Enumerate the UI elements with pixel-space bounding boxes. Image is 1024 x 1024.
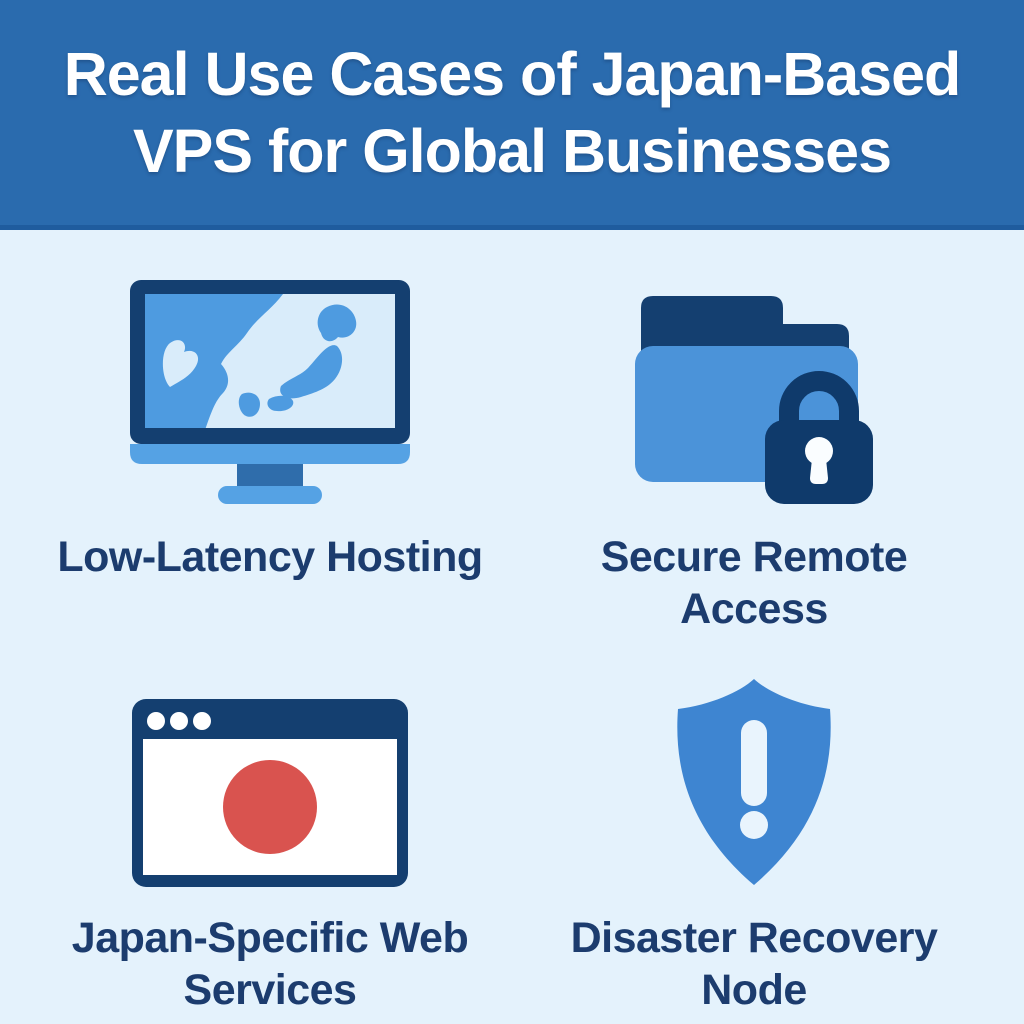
japan-map bbox=[144, 294, 356, 428]
card-secure-remote-access: Secure Remote Access bbox=[512, 278, 996, 635]
card-label-low-latency-hosting: Low-Latency Hosting bbox=[57, 533, 483, 581]
card-japan-specific-web-services: Japan-Specific Web Services bbox=[28, 687, 512, 1016]
folder-icon-wrap bbox=[633, 278, 875, 504]
card-disaster-recovery-node: Disaster Recovery Node bbox=[512, 679, 996, 1016]
window-dot-2 bbox=[170, 712, 188, 731]
hokkaido-shape bbox=[317, 304, 356, 342]
header-banner: Real Use Cases of Japan-Based VPS for Gl… bbox=[0, 0, 1024, 230]
lock-icon bbox=[765, 371, 873, 504]
exclamation-bar bbox=[741, 720, 767, 807]
folder-lock-icon bbox=[635, 296, 873, 504]
monitor-stand-neck bbox=[236, 464, 303, 490]
window-dots bbox=[147, 712, 211, 731]
lock-shackle bbox=[779, 371, 859, 424]
keyhole-circle bbox=[805, 437, 833, 465]
browser-japan-flag-icon bbox=[132, 699, 408, 888]
sea-inlet-shape bbox=[162, 340, 198, 387]
title-line-2: VPS for Global Businesses bbox=[132, 116, 892, 185]
kyushu-shape bbox=[238, 392, 260, 417]
use-case-grid: Low-Latency Hosting Secure Remote Access bbox=[0, 230, 1024, 1016]
card-label-secure-remote-access: Secure Remote Access bbox=[600, 533, 908, 633]
exclamation-dot bbox=[740, 811, 768, 840]
asia-mainland-shape bbox=[144, 294, 283, 428]
shikoku-shape bbox=[266, 395, 293, 412]
monitor-stand-base bbox=[217, 486, 322, 504]
monitor-chin bbox=[129, 444, 410, 464]
monitor-icon-wrap bbox=[129, 278, 411, 504]
shield-alert-icon bbox=[677, 679, 831, 886]
monitor-japan-map-icon bbox=[129, 280, 410, 504]
keyhole-stem bbox=[810, 459, 828, 484]
card-label-japan-specific-web-services: Japan-Specific Web Services bbox=[71, 914, 469, 1014]
japan-flag-circle bbox=[223, 760, 317, 855]
shield-icon-wrap bbox=[666, 679, 842, 887]
title-line-1: Real Use Cases of Japan-Based bbox=[63, 39, 962, 108]
window-dot-1 bbox=[147, 712, 165, 731]
exclamation-mark bbox=[740, 720, 768, 840]
window-dot-3 bbox=[193, 712, 211, 731]
honshu-shape bbox=[279, 345, 342, 399]
card-low-latency-hosting: Low-Latency Hosting bbox=[28, 278, 512, 635]
browser-icon-wrap bbox=[132, 687, 408, 888]
card-label-disaster-recovery-node: Disaster Recovery Node bbox=[570, 914, 938, 1014]
